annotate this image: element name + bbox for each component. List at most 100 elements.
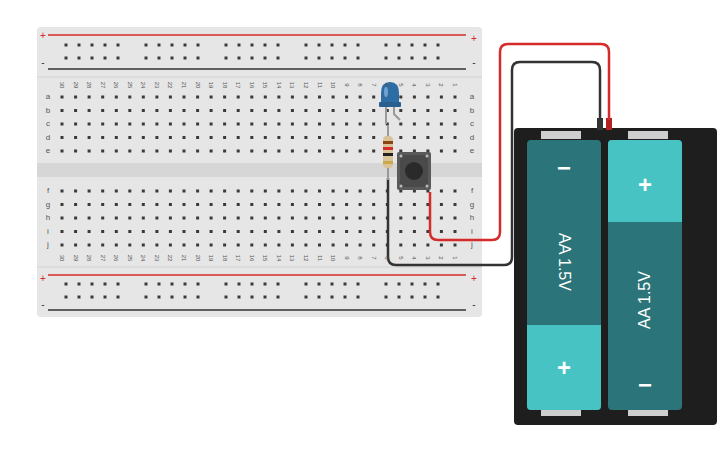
hole (359, 96, 362, 99)
hole (74, 150, 77, 153)
hole (305, 283, 308, 286)
hole (74, 96, 77, 99)
hole (264, 296, 267, 299)
hole (88, 244, 91, 247)
column-number: 11 (317, 82, 323, 88)
hole (61, 217, 64, 220)
hole (359, 150, 362, 153)
hole (158, 57, 161, 60)
battery-contact (628, 131, 668, 139)
hole (304, 136, 307, 139)
battery-holder (514, 128, 717, 425)
hole (223, 244, 226, 247)
hole (291, 96, 294, 99)
hole (74, 230, 77, 233)
hole (115, 203, 118, 206)
hole (264, 230, 267, 233)
hole (251, 296, 254, 299)
hole (128, 109, 131, 112)
hole (88, 150, 91, 153)
negative-rail-line (48, 68, 466, 69)
hole (101, 244, 104, 247)
hole (318, 244, 321, 247)
column-number: 22 (167, 255, 173, 262)
hole (61, 136, 64, 139)
hole (210, 123, 213, 126)
hole (277, 283, 280, 286)
hole (169, 123, 172, 126)
hole (65, 296, 68, 299)
hole (104, 296, 107, 299)
hole (332, 150, 335, 153)
column-number: 4 (411, 83, 417, 86)
hole (74, 136, 77, 139)
battery-positive-end (608, 140, 682, 218)
hole (101, 96, 104, 99)
hole (344, 57, 347, 60)
hole (61, 203, 64, 206)
hole (331, 44, 334, 47)
hole (345, 96, 348, 99)
hole (264, 136, 267, 139)
hole (104, 283, 107, 286)
hole (399, 123, 402, 126)
hole (454, 109, 457, 112)
hole (101, 136, 104, 139)
hole (291, 150, 294, 153)
hole (399, 96, 402, 99)
hole (277, 57, 280, 60)
hole (385, 283, 388, 286)
hole (398, 57, 401, 60)
hole (250, 109, 253, 112)
hole (128, 217, 131, 220)
hole (88, 230, 91, 233)
hole (264, 44, 267, 47)
hole (128, 244, 131, 247)
button-corner (426, 155, 429, 158)
hole (238, 44, 241, 47)
hole (117, 296, 120, 299)
row-letter: b (46, 107, 50, 115)
hole (411, 44, 414, 47)
hole (345, 109, 348, 112)
hole (169, 244, 172, 247)
hole (184, 296, 187, 299)
red-wire (430, 44, 609, 240)
rail-polarity-sign: - (472, 300, 475, 310)
hole (332, 190, 335, 193)
hole (318, 283, 321, 286)
hole (331, 283, 334, 286)
breadboard-holes (61, 44, 457, 299)
battery-polarity-sign: + (638, 173, 652, 197)
hole (332, 203, 335, 206)
hole (210, 244, 213, 247)
column-number: 7 (371, 83, 377, 86)
resistor-band (383, 161, 393, 164)
hole (440, 150, 443, 153)
column-number: 4 (411, 256, 417, 259)
column-number: 19 (208, 255, 214, 262)
hole (142, 123, 145, 126)
hole (305, 296, 308, 299)
hole (78, 296, 81, 299)
column-number: 21 (181, 82, 187, 89)
hole (318, 150, 321, 153)
hole (210, 150, 213, 153)
hole (291, 230, 294, 233)
rail-polarity-sign: + (471, 274, 477, 284)
hole (158, 296, 161, 299)
hole (399, 230, 402, 233)
hole (304, 217, 307, 220)
hole (169, 203, 172, 206)
hole (117, 44, 120, 47)
hole (318, 44, 321, 47)
hole (196, 150, 199, 153)
hole (345, 230, 348, 233)
hole (399, 136, 402, 139)
hole (61, 109, 64, 112)
hole (318, 57, 321, 60)
hole (332, 136, 335, 139)
hole (128, 230, 131, 233)
hole (332, 217, 335, 220)
hole (145, 57, 148, 60)
